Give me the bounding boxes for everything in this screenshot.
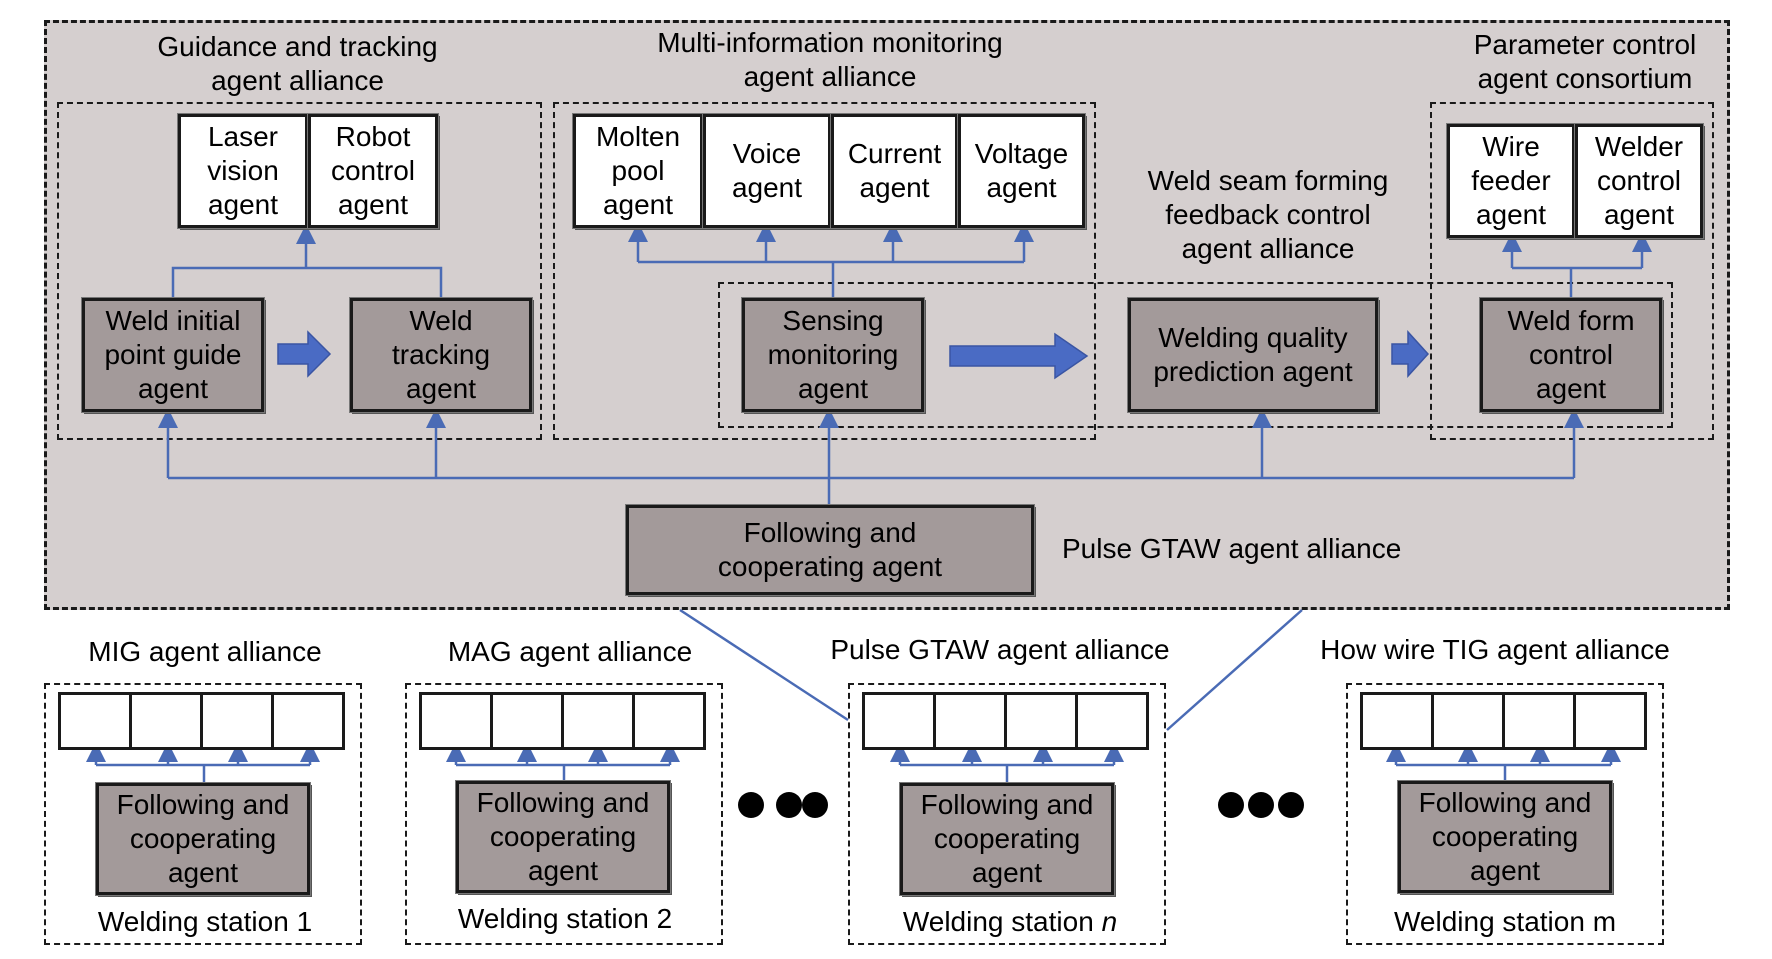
feedback-alliance-title: Weld seam forming feedback control agent… — [1147, 165, 1389, 264]
current-agent: Current agent — [831, 114, 958, 228]
station-n-cell-3 — [1004, 692, 1078, 750]
wire-feeder-agent: Wire feeder agent — [1447, 124, 1575, 238]
laser-vision-agent: Laser vision agent — [178, 114, 308, 228]
ellipsis-dot-3 — [802, 792, 828, 818]
station-m-cell-4 — [1573, 692, 1647, 750]
weld-tracking-agent: Weld tracking agent — [350, 298, 532, 412]
welding-quality-prediction-agent: Welding quality prediction agent — [1128, 298, 1378, 412]
monitoring-alliance-box — [553, 102, 1096, 440]
station-1-cell-4 — [271, 692, 345, 750]
ellipsis-dot-6 — [1278, 792, 1304, 818]
voltage-agent: Voltage agent — [958, 114, 1085, 228]
weld-initial-point-guide-agent: Weld initial point guide agent — [82, 298, 264, 412]
station-n-box — [848, 683, 1166, 945]
station-1-cell-1 — [58, 692, 132, 750]
guidance-alliance-box — [57, 102, 542, 440]
station-m-cell-2 — [1431, 692, 1505, 750]
station-1-following-agent: Following and cooperating agent — [96, 783, 310, 895]
station-2-cell-1 — [419, 692, 493, 750]
molten-pool-agent: Molten pool agent — [573, 114, 703, 228]
station-1-name: Welding station 1 — [97, 906, 313, 937]
station-n-cell-1 — [862, 692, 936, 750]
voice-agent: Voice agent — [703, 114, 831, 228]
station-n-cell-4 — [1075, 692, 1149, 750]
guidance-alliance-title: Guidance and tracking agent alliance — [157, 31, 438, 96]
main-alliance-label: Pulse GTAW agent alliance — [1062, 533, 1402, 564]
station-n-name: Welding station n — [865, 905, 1155, 939]
station-m-following-agent: Following and cooperating agent — [1398, 781, 1612, 893]
station-2-name: Welding station 2 — [457, 903, 673, 934]
station-1-cell-3 — [200, 692, 274, 750]
following-cooperating-agent: Following and cooperating agent — [626, 505, 1034, 595]
station-2-following-agent: Following and cooperating agent — [456, 781, 670, 893]
station-n-alliance-title: Pulse GTAW agent alliance — [830, 634, 1170, 665]
flow-arrow-3 — [1391, 330, 1430, 378]
weld-form-control-agent: Weld form control agent — [1480, 298, 1662, 412]
station-m-name: Welding station m — [1393, 906, 1617, 937]
parameter-alliance-title: Parameter control agent consortium — [1473, 29, 1697, 94]
robot-control-agent: Robot control agent — [308, 114, 438, 228]
station-2-cell-4 — [632, 692, 706, 750]
station-1-cell-2 — [129, 692, 203, 750]
station-n-following-agent: Following and cooperating agent — [900, 783, 1114, 895]
station-2-box — [405, 683, 723, 945]
station-n-name-suffix: n — [1101, 906, 1118, 937]
ellipsis-dot-2 — [776, 792, 802, 818]
station-m-cell-3 — [1502, 692, 1576, 750]
station-n-name-text: Welding station — [902, 906, 1102, 937]
station-n-cell-2 — [933, 692, 1007, 750]
ellipsis-dot-1 — [738, 792, 764, 818]
sensing-monitoring-agent: Sensing monitoring agent — [742, 298, 924, 412]
feedback-alliance-box — [718, 282, 1673, 428]
parameter-alliance-box — [1430, 102, 1714, 440]
ellipsis-dot-5 — [1248, 792, 1274, 818]
station-m-box — [1346, 683, 1664, 945]
flow-arrow-1 — [277, 330, 332, 378]
welder-control-agent: Welder control agent — [1575, 124, 1703, 238]
station-2-cell-2 — [490, 692, 564, 750]
flow-arrow-2 — [949, 332, 1089, 380]
station-m-cell-1 — [1360, 692, 1434, 750]
ellipsis-dot-4 — [1218, 792, 1244, 818]
station-2-cell-3 — [561, 692, 635, 750]
station-1-alliance-title: MIG agent alliance — [88, 636, 322, 667]
station-m-alliance-title: How wire TIG agent alliance — [1320, 634, 1670, 665]
station-2-alliance-title: MAG agent alliance — [447, 636, 693, 667]
station-1-box — [44, 683, 362, 945]
monitoring-alliance-title: Multi-information monitoring agent allia… — [657, 27, 1003, 92]
